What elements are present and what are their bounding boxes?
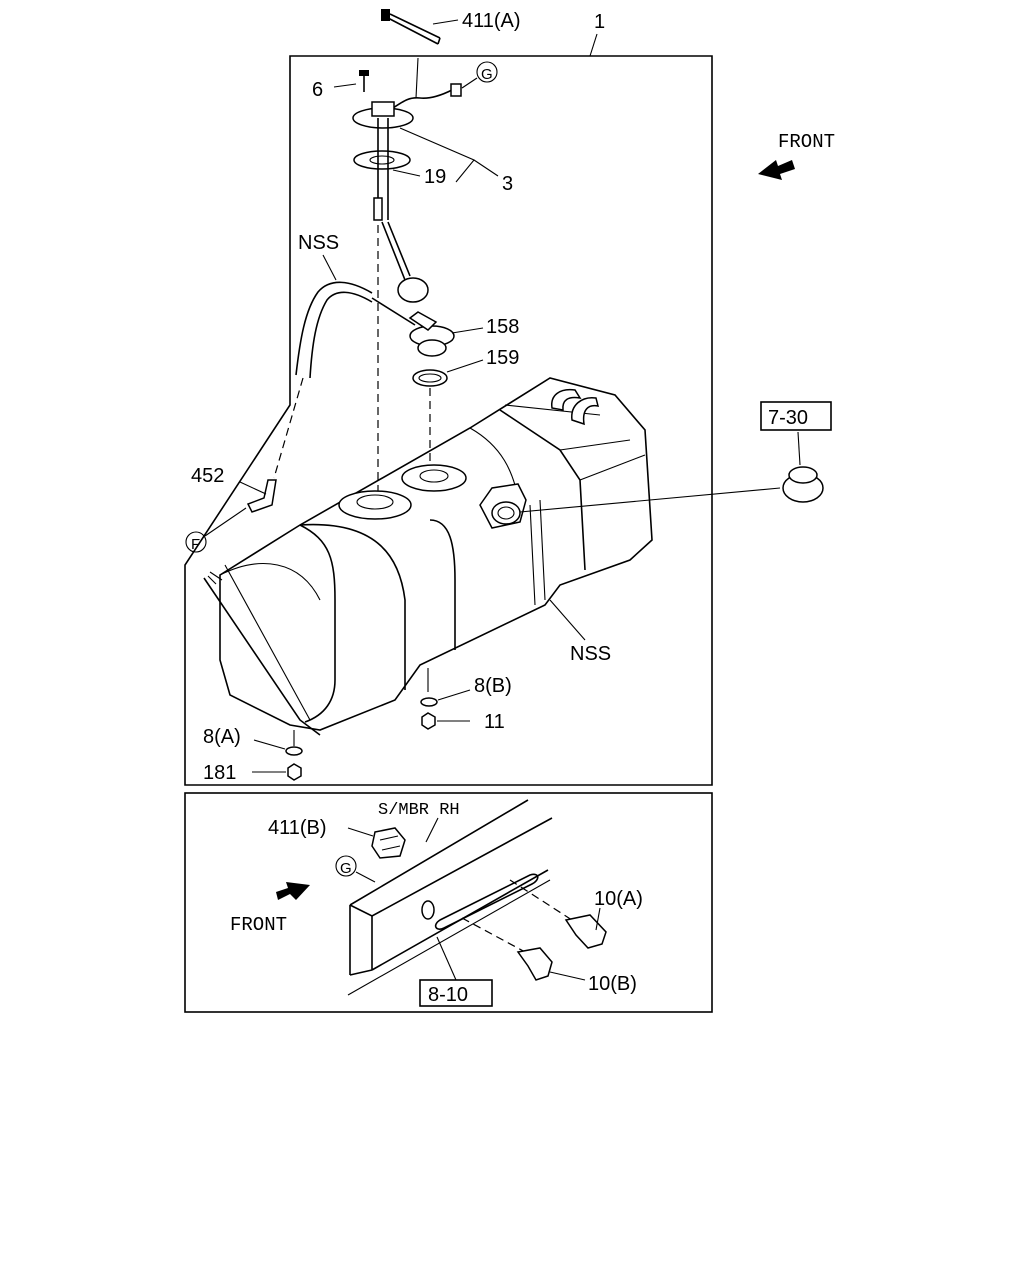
- clip-411a: [381, 9, 441, 45]
- callout-8a: 8(A): [203, 726, 241, 748]
- detail-frame: [184, 792, 713, 1013]
- circled-ref-f-label: F: [191, 536, 200, 553]
- front-label-top: FRONT: [778, 131, 835, 153]
- callout-411b: 411(B): [268, 817, 327, 839]
- boxed-ref-8-10: [419, 979, 493, 1007]
- callout-10a: 10(A): [594, 888, 643, 910]
- callout-159: 159: [486, 347, 519, 369]
- side-member-rh: [347, 799, 553, 996]
- boxed-ref-8-10-label: 8-10: [428, 984, 468, 1006]
- filler-cap: [782, 466, 824, 503]
- callout-19: 19: [424, 166, 446, 188]
- washer-8b: [420, 697, 438, 707]
- callout-3: 3: [502, 173, 513, 195]
- callout-6: 6: [312, 79, 323, 101]
- fuel-tank: [203, 377, 653, 736]
- circled-ref-g-top: [476, 61, 498, 83]
- callout-11: 11: [484, 711, 505, 733]
- elbow-fitting-452: [246, 479, 277, 513]
- callout-452: 452: [191, 465, 224, 487]
- fuel-sender-unit: [352, 57, 462, 303]
- callout-1: 1: [594, 11, 605, 33]
- nut-11: [421, 712, 436, 730]
- washer-8a: [285, 746, 303, 756]
- bracket-10b: [516, 947, 553, 981]
- callout-10b: 10(B): [588, 973, 637, 995]
- callout-8b: 8(B): [474, 675, 512, 697]
- main-frame: [184, 55, 713, 786]
- seal-159: [412, 369, 448, 387]
- callout-181: 181: [203, 762, 236, 784]
- circled-ref-g-detail-label: G: [340, 860, 352, 877]
- bracket-10a: [564, 914, 607, 949]
- front-label-detail: FRONT: [230, 914, 287, 936]
- callout-nss-top: NSS: [298, 232, 339, 254]
- callout-158: 158: [486, 316, 519, 338]
- circled-ref-g-detail: [335, 855, 357, 877]
- circled-ref-f: [185, 531, 207, 553]
- clip-411b: [371, 827, 406, 859]
- circled-ref-g-top-label: G: [481, 66, 493, 83]
- boxed-ref-7-30-label: 7-30: [768, 407, 808, 429]
- front-arrow-icon-detail: [276, 882, 310, 900]
- callout-smbr: S/MBR RH: [378, 801, 460, 820]
- nss-hose: [295, 281, 373, 379]
- callout-nss-tank: NSS: [570, 643, 611, 665]
- front-arrow-icon: [758, 160, 795, 180]
- callout-411a: 411(A): [462, 10, 521, 32]
- nut-181: [287, 763, 302, 781]
- boxed-ref-7-30: [760, 401, 832, 431]
- fitting-158: [408, 311, 455, 357]
